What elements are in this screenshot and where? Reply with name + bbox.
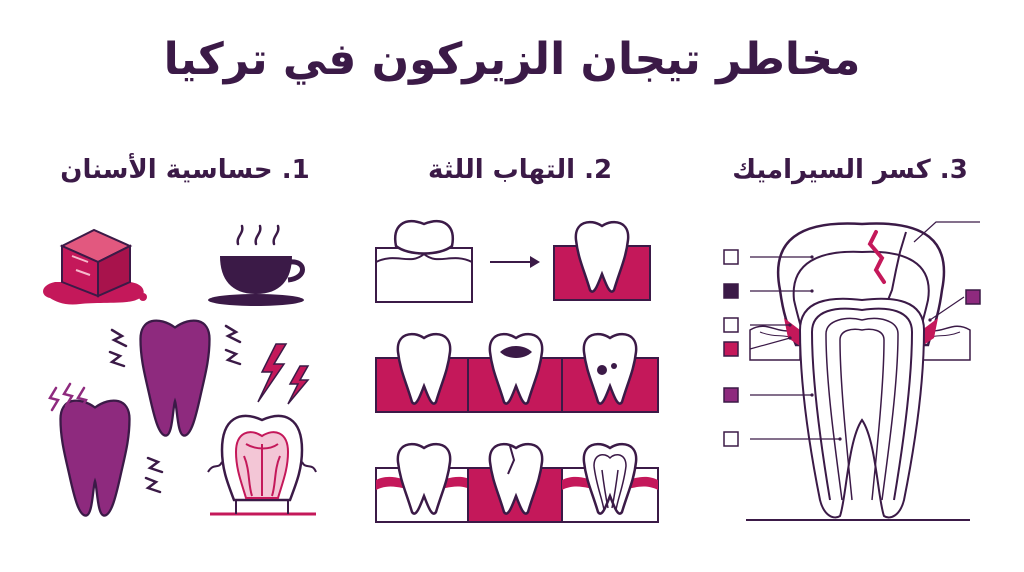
section-heading-sensitivity: 1. حساسية الأسنان xyxy=(60,155,310,185)
section-heading-ceramic-fracture: 3. كسر السيراميك xyxy=(732,155,968,185)
sensation-marks-purple xyxy=(48,382,88,412)
section-heading-gum-inflammation: 2. التهاب اللثة xyxy=(427,155,613,185)
gum-recession-panels xyxy=(375,220,659,523)
section-gum-art xyxy=(375,220,659,523)
gum-recession-icon xyxy=(375,442,473,523)
gum-recession-icon xyxy=(561,332,659,413)
section-ceramic-fracture-art xyxy=(723,221,981,521)
hot-coffee-icon xyxy=(208,224,305,306)
healthy-gum-icon xyxy=(375,220,473,303)
sensation-marks xyxy=(108,324,242,494)
legend-box xyxy=(723,431,739,447)
legend-box xyxy=(723,387,739,403)
legend-box xyxy=(723,283,739,299)
legend-box xyxy=(965,289,981,305)
gum-recession-icon xyxy=(553,220,651,301)
sensitive-tooth-icon xyxy=(59,399,131,517)
sensitive-tooth-icon xyxy=(139,319,211,437)
legend-box xyxy=(723,317,739,333)
lightning-icon xyxy=(257,343,310,405)
gum-recession-icon xyxy=(375,332,473,413)
tooth-cross-section-icon xyxy=(207,414,317,516)
fractured-crown-icon xyxy=(746,222,971,521)
ice-cube-icon xyxy=(43,228,147,305)
section-sensitivity-art xyxy=(43,224,317,517)
gum-recession-icon xyxy=(467,332,565,413)
legend-box xyxy=(723,341,739,357)
gum-recession-icon xyxy=(561,442,659,523)
legend-box xyxy=(723,249,739,265)
fracture-legend xyxy=(723,221,981,447)
page-title: مخاطر تيجان الزيركون في تركيا xyxy=(163,34,861,85)
progression-arrow-icon xyxy=(490,256,540,268)
gum-recession-icon xyxy=(467,442,565,523)
